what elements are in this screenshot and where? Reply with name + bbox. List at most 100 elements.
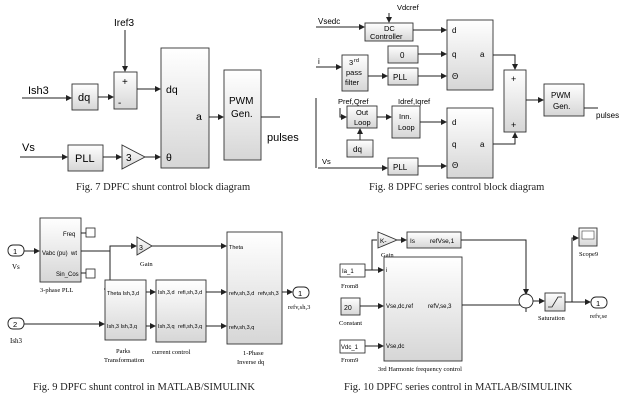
svg-text:3: 3 (126, 153, 132, 164)
svg-text:+: + (511, 120, 516, 130)
svg-text:3: 3 (139, 245, 143, 252)
svg-text:2: 2 (13, 320, 17, 329)
svg-text:1: 1 (298, 289, 302, 298)
fig8-series-block-diagram: Vdcref Vsedc DC Controller i 3 rd pass f… (315, 3, 619, 193)
fig7-output-pulses: pulses (267, 132, 299, 144)
fig10-3rd-harmonic-subsystem[interactable] (383, 256, 463, 362)
svg-text:current control: current control (152, 349, 191, 356)
svg-text:Ish,3,d: Ish,3,d (158, 290, 175, 296)
svg-text:Vabc (pu): Vabc (pu) (42, 251, 68, 257)
fig9-outport[interactable] (292, 286, 310, 299)
svg-text:0: 0 (400, 51, 405, 60)
svg-text:refv,sh,3,d: refv,sh,3,d (229, 291, 254, 297)
svg-text:Vsedc: Vsedc (318, 17, 340, 26)
svg-text:Θ: Θ (452, 72, 458, 81)
fig9-inverse-dq[interactable] (226, 231, 283, 345)
svg-text:3-phase PLL: 3-phase PLL (40, 287, 73, 294)
svg-text:Vse,dc: Vse,dc (386, 344, 404, 350)
fig10-outport[interactable] (590, 296, 608, 309)
fig8-output-pulses: pulses (596, 111, 619, 120)
fig8-pwm-gen[interactable] (543, 83, 585, 117)
fig8-dc-controller[interactable] (364, 22, 414, 42)
svg-text:θ: θ (166, 152, 172, 164)
svg-text:PLL: PLL (393, 73, 408, 82)
svg-text:Constant: Constant (339, 320, 362, 327)
fig7-gain-block[interactable] (121, 144, 146, 170)
svg-text:Loop: Loop (398, 123, 415, 132)
svg-text:wt: wt (70, 251, 77, 257)
svg-text:Parks: Parks (116, 348, 131, 355)
fig10-gain[interactable] (377, 231, 399, 249)
svg-text:3rd Harmonic frequency control: 3rd Harmonic frequency control (378, 366, 462, 373)
svg-text:1: 1 (596, 299, 600, 308)
svg-text:Idref,Iqref: Idref,Iqref (398, 97, 431, 106)
svg-text:refv,sh,3,q: refv,sh,3,q (229, 325, 254, 331)
svg-text:Inverse dq: Inverse dq (237, 359, 265, 366)
svg-text:q: q (452, 50, 456, 59)
svg-text:PLL: PLL (393, 163, 408, 172)
svg-text:Vse,dc,ref: Vse,dc,ref (386, 304, 413, 310)
fig7-dq-inverse-block[interactable] (160, 47, 210, 169)
svg-text:refV,se,3: refV,se,3 (428, 304, 452, 310)
svg-text:20: 20 (344, 305, 352, 312)
svg-text:refv,se: refv,se (590, 313, 607, 320)
svg-text:Vs: Vs (12, 263, 20, 271)
svg-text:Ish,3 Ish,3,q: Ish,3 Ish,3,q (107, 324, 137, 330)
svg-text:Controller: Controller (370, 32, 403, 41)
fig7-pwm-gen-block[interactable] (223, 69, 262, 161)
svg-text:refi,sh,3,q: refi,sh,3,q (178, 324, 202, 330)
svg-text:From9: From9 (341, 357, 358, 364)
fig8-mux-2[interactable] (446, 107, 494, 179)
fig10-sum[interactable] (518, 293, 534, 309)
fig7-pll-block[interactable] (67, 144, 104, 172)
fig9-parks-transformation[interactable] (104, 279, 147, 341)
svg-text:Gen.: Gen. (231, 109, 253, 120)
svg-text:refv,sh,3: refv,sh,3 (288, 304, 310, 311)
svg-text:Θ: Θ (452, 161, 458, 170)
svg-text:Freq: Freq (63, 232, 75, 238)
svg-text:Scope9: Scope9 (579, 251, 598, 258)
svg-text:Gen.: Gen. (553, 102, 570, 111)
fig9-shunt-simulink: 1 Vs Freq Vabc (pu) wt Sin_Cos 3-phase P… (7, 217, 310, 393)
svg-text:Sin_Cos: Sin_Cos (56, 272, 79, 278)
svg-text:1: 1 (13, 247, 17, 256)
svg-text:refi,sh,3,d: refi,sh,3,d (178, 290, 202, 296)
fig9-terminator-1[interactable] (85, 227, 96, 238)
fig7-input-vs: Vs (22, 142, 35, 154)
fig8-pass-filter[interactable] (341, 54, 369, 92)
fig9-current-control[interactable] (155, 279, 207, 343)
svg-text:Transformation: Transformation (104, 357, 145, 364)
svg-text:PWM: PWM (551, 91, 571, 100)
svg-text:Ish3: Ish3 (10, 337, 23, 345)
fig7-caption: Fig. 7 DPFC shunt control block diagram (76, 182, 250, 193)
svg-text:Loop: Loop (354, 118, 371, 127)
fig8-caption: Fig. 8 DPFC series control block diagram (369, 182, 544, 193)
svg-text:a: a (480, 140, 485, 149)
svg-text:i: i (386, 268, 387, 274)
svg-text:Gain: Gain (140, 261, 153, 268)
fig8-sum-block[interactable] (503, 69, 527, 133)
svg-text:From8: From8 (341, 283, 358, 290)
fig9-3phase-pll[interactable] (39, 217, 82, 283)
fig9-caption: Fig. 9 DPFC shunt control in MATLAB/SIMU… (33, 382, 255, 393)
svg-text:i: i (318, 57, 320, 66)
fig10-series-simulink: K- Gain Is refVse,1 Ia_1 From8 20 Consta… (339, 227, 608, 393)
fig10-caption: Fig. 10 DPFC series control in MATLAB/SI… (344, 382, 573, 393)
svg-text:Vs: Vs (322, 157, 331, 166)
svg-text:Vdc_1: Vdc_1 (341, 345, 359, 351)
svg-text:d: d (452, 118, 456, 127)
fig9-gain[interactable] (136, 236, 153, 256)
svg-text:Pref,Qref: Pref,Qref (338, 97, 369, 106)
svg-text:a: a (196, 111, 202, 123)
fig9-terminator-2[interactable] (85, 268, 96, 279)
fig7-input-ish: Ish3 (28, 85, 49, 97)
svg-text:rd: rd (354, 58, 359, 64)
svg-text:Saturation: Saturation (538, 315, 565, 322)
svg-text:Out: Out (356, 108, 369, 117)
svg-text:DC: DC (384, 24, 395, 33)
fig8-mux-1[interactable] (446, 19, 494, 91)
fig8-inner-loop[interactable] (391, 105, 421, 139)
svg-text:dq: dq (78, 92, 90, 104)
fig7-sum-block[interactable] (113, 71, 138, 110)
